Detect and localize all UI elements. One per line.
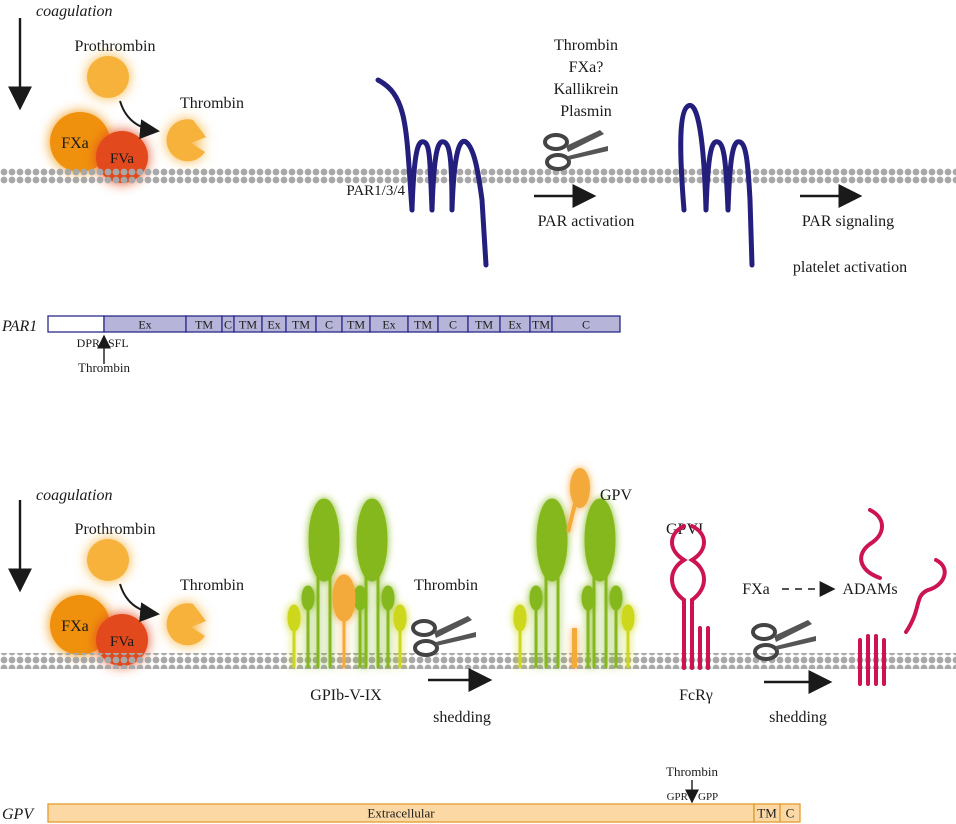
par1-protease-label: Thrombin [78,360,130,375]
protease-item-3: Kallikrein [554,81,619,98]
gpv-protease-label: Thrombin [666,764,718,779]
par1-segment-label-16: C [582,317,590,331]
par1-segment-1 [47,315,105,333]
scissors-icon-top [543,128,610,171]
par1-segment-bar: Ex TM C TM Ex TM C TM Ex TM C TM Ex TM C [47,315,621,333]
gpv-segment-label-2: TM [757,806,777,821]
par1-segment-label-13: TM [475,317,493,331]
thrombin-pacman-bottom [166,603,206,646]
gpvi-receptor [670,524,710,670]
par1-segment-label-15: TM [532,317,550,331]
fva-label-top: FVa [110,151,135,167]
gpv-segment-bar: Extracellular TM C [47,803,801,823]
prothrombin-label-bottom: Prothrombin [75,521,156,538]
par1-segment-label-11: TM [414,317,432,331]
gpv-segment-3 [779,803,801,823]
platelet-activation-label: platelet activation [793,259,907,276]
par1-segment-label-3: TM [195,317,213,331]
gpv-segment-label-1: Extracellular [367,806,435,821]
gpv-released [566,468,590,533]
thrombin-label-bottom: Thrombin [180,577,244,594]
prothrombin-circle-top [87,56,129,98]
gpv-map-name: GPV [2,806,35,823]
protease2-b-label: ADAMs [842,581,897,598]
par1-cleave-right: SFL [108,336,129,350]
coagulation-label-top: coagulation [36,3,112,20]
activation-label: PAR activation [538,213,635,230]
gpib-v-ix-complex [287,498,407,668]
fxa-circle-top [50,112,110,172]
conversion-arrow-bottom [119,583,160,623]
fva-label-bottom: FVa [110,634,135,650]
membrane-bottom [0,653,956,669]
protease-item-4: Plasmin [560,103,612,120]
fxa-label-top: FXa [61,135,89,152]
shedding2-label: shedding [769,709,827,726]
par-receptor-label: PAR1/3/4 [346,183,405,199]
par1-segment-label-10: Ex [382,317,395,331]
par1-segment-label-2: Ex [138,317,151,331]
gpib-ix-cleaved [513,468,635,668]
par1-segment-label-4: C [224,317,232,331]
gpv-cleave-right: GPP [698,791,718,803]
par-receptor-intact [375,77,489,268]
par1-segment-label-14: Ex [508,317,521,331]
prothrombin-label-top: Prothrombin [75,38,156,55]
signaling-label: PAR signaling [802,213,894,230]
par1-segment-label-7: TM [292,317,310,331]
gpv-cleave-left: GPR [667,791,689,803]
fxa-label-bottom: FXa [61,618,89,635]
par1-map-name: PAR1 [1,318,37,335]
thrombin-pacman-top [166,119,206,162]
par1-segment-16 [551,315,621,333]
protease2-a-label: FXa [742,581,770,598]
gpvi-shed [858,508,947,686]
thrombin-label-top: Thrombin [180,95,244,112]
protease-list-top: Thrombin FXa? Kallikrein Plasmin [554,37,619,120]
shedding1-label: shedding [433,709,491,726]
par-receptor-activated [678,102,755,268]
gpv-segment-label-3: C [786,806,795,821]
protease-item-1: Thrombin [554,37,618,54]
protease1-label: Thrombin [414,577,478,594]
fxa-circle-bottom [50,595,110,655]
scissors-icon-bottom-1 [411,614,478,657]
conversion-arrow-top [119,100,160,140]
fcr-label: FcRγ [679,687,713,704]
protease-item-2: FXa? [569,59,604,76]
bottom-panel: coagulation Prothrombin FXa FVa Thrombin [0,468,956,726]
par1-segment-label-6: Ex [267,317,280,331]
gpv-map: GPV Extracellular TM C Thrombin GPR GPP [2,764,801,823]
par1-segment-label-12: C [449,317,457,331]
prothrombin-circle-bottom [87,539,129,581]
top-panel: coagulation Prothrombin FXa FVa Thrombin… [0,3,956,276]
gpv-label: GPV [600,487,632,504]
par1-segment-label-5: TM [239,317,257,331]
complex-label: GPIb-V-IX [310,687,382,704]
par1-segment-label-9: TM [347,317,365,331]
par1-cleave-left: DPR [77,336,100,350]
par1-segment-label-8: C [325,317,333,331]
coagulation-label-bottom: coagulation [36,487,112,504]
